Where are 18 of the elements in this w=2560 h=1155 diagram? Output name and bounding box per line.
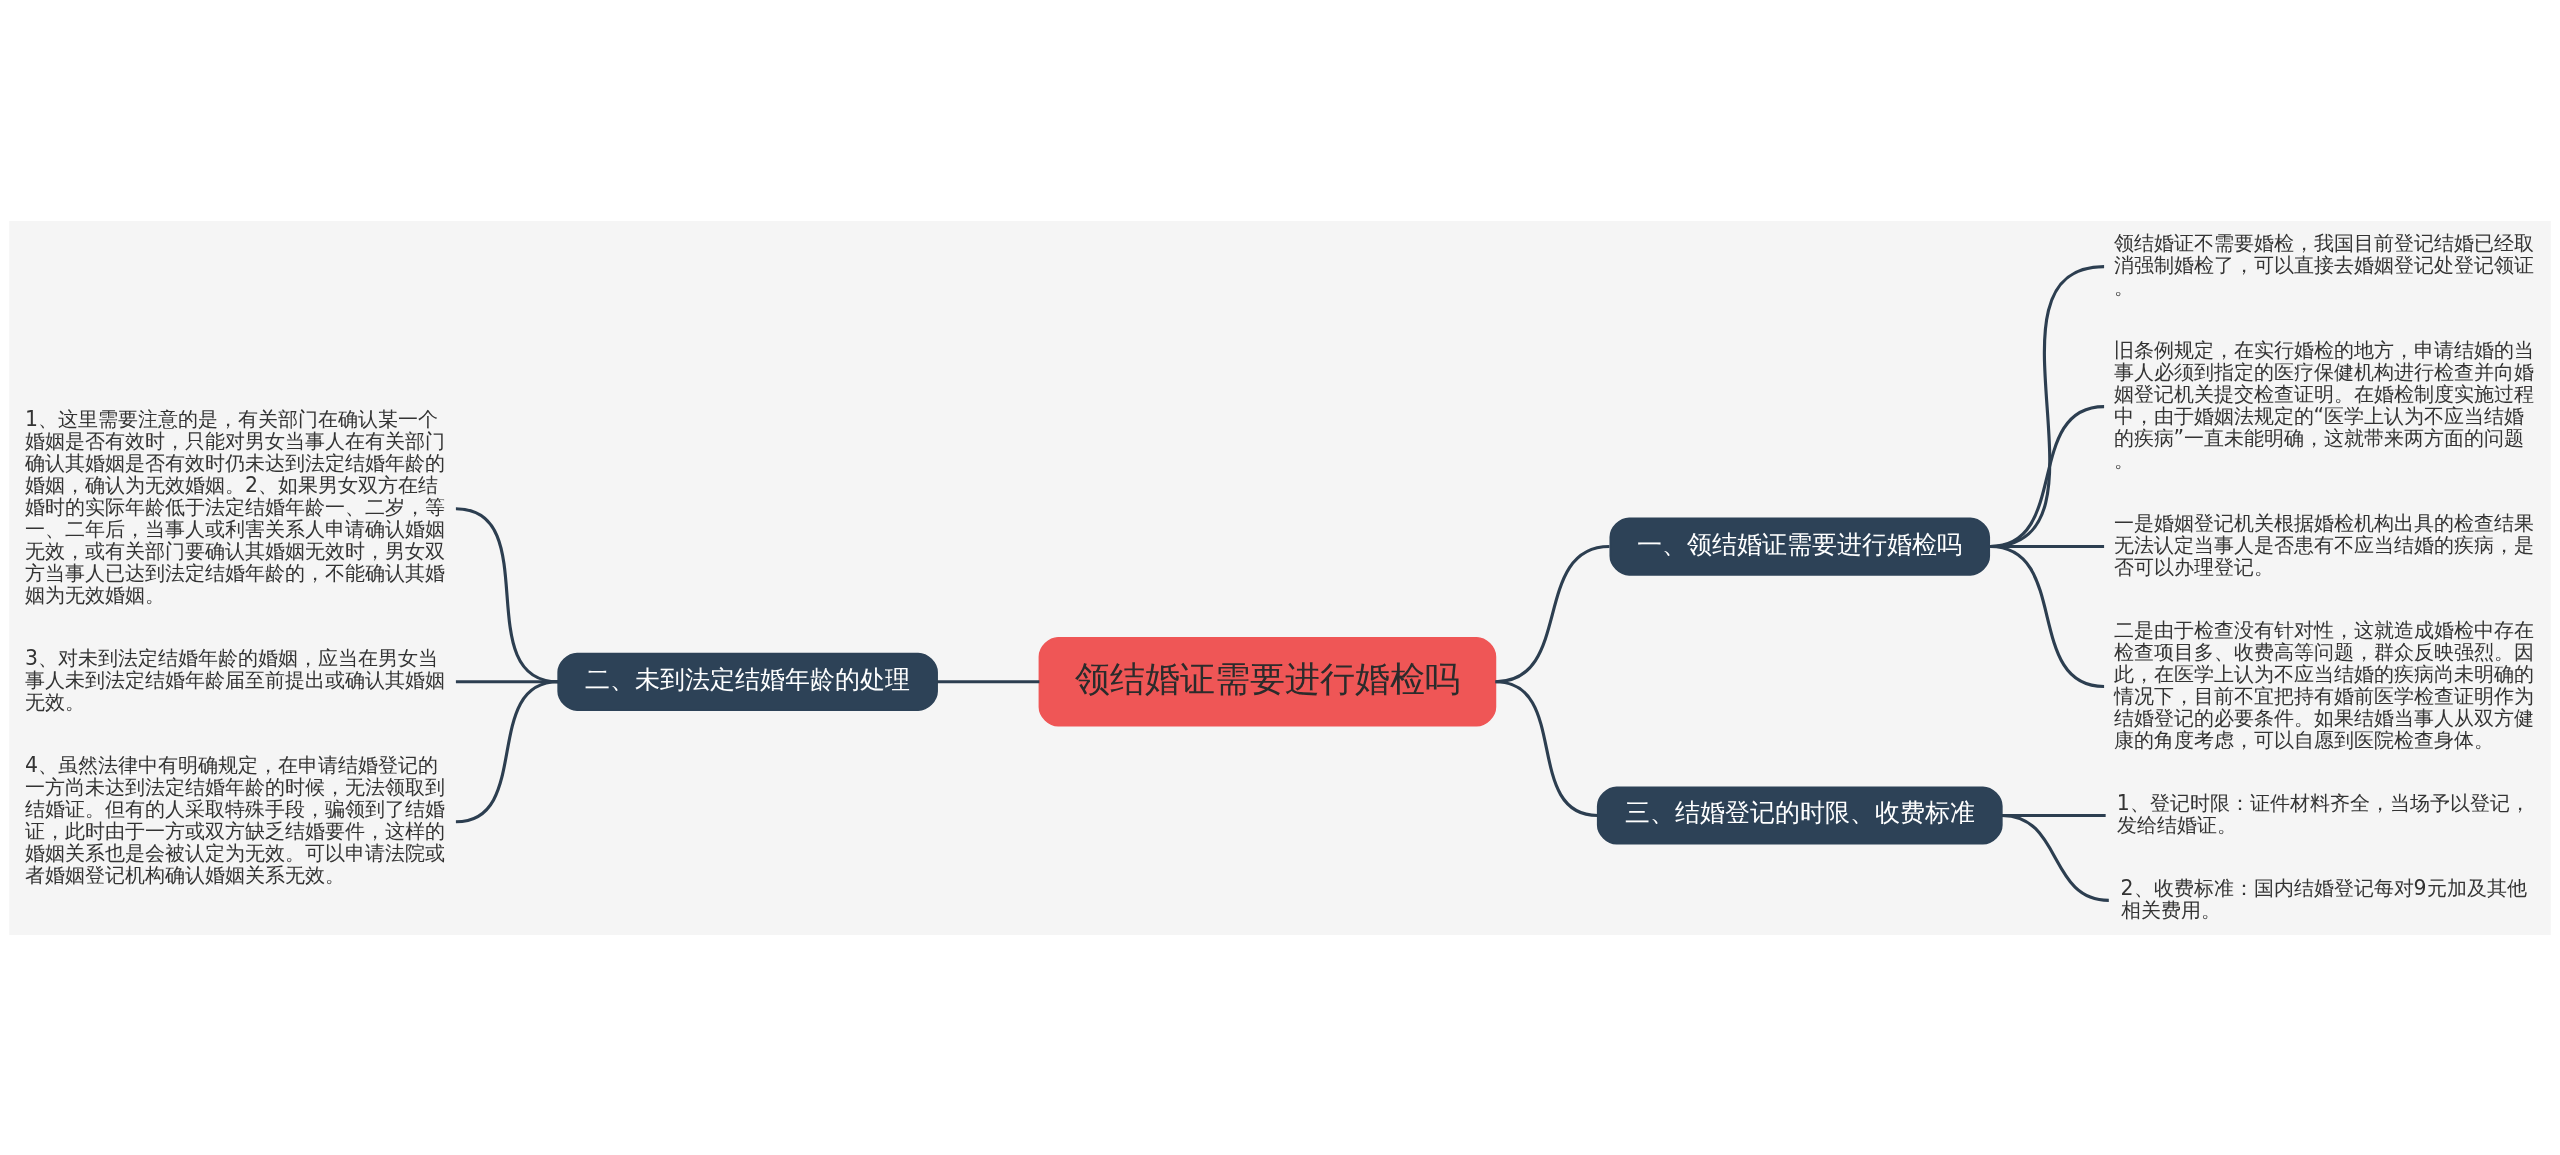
node-box: 一、领结婚证需要进行婚检吗 [1609, 516, 1991, 576]
node-text: 一是婚姻登记机关根据婚检机构出具的检查结果无法认定当事人是否患有不应当结婚的疾病，是否可以办理登记。 [2113, 510, 2534, 579]
node-box: 二、未到法定结婚年龄的处理 [557, 652, 938, 711]
node-text: 1、登记时限：证件材料齐全，当场予以登记，发给结婚证。 [2116, 790, 2530, 837]
node-box: 领结婚证需要进行婚检吗 [1038, 636, 1497, 727]
node-text: 二是由于检查没有针对性，这就造成婚检中存在检查项目多、收费高等问题，群众反映强烈。因此，在医学上认为不应当结婚的疾病尚未明确的情况下，目前不宜把持有婚前医学检查证明作为结婚登记的必要条件。如果结婚当事人从双方健康的角度考虑，可以自愿到医院检查身体。 [2113, 617, 2534, 752]
connector [1495, 679, 1598, 817]
connector [455, 679, 559, 823]
node-text: 1、这里需要注意的是，有关部门在确认某一个婚姻是否有效时，只能对男女当事人在有关部门确认其婚姻是否有效时仍未达到法定结婚年龄的婚姻，确认为无效婚姻。2、如果男女双方在结婚时的实际年龄低于法定结婚年龄一、二岁，等一、二年后，当事人或利害关系人申请确认婚姻无效，或有关部门要确认其婚姻无效时，男女双方当事人已达到法定结婚年龄的，不能确认其婚姻为无效婚姻。 [25, 406, 445, 607]
node-text: 旧条例规定，在实行婚检的地方，申请结婚的当事人必须到指定的医疗保健机构进行检查并向婚姻登记机关提交检查证明。在婚检制度实施过程中，由于婚姻法规定的“医学上认为不应当结婚的疾病”一直未能明确，这就带来两方面的问题。 [2113, 337, 2534, 472]
node-text: 领结婚证不需要婚检，我国目前登记结婚已经取消强制婚检了，可以直接去婚姻登记处登记领证。 [2113, 230, 2534, 299]
node-text: 2、收费标准：国内结婚登记每对9元加及其他相关费用。 [2120, 875, 2527, 922]
connector [2001, 813, 2109, 902]
node-text: 4、虽然法律中有明确规定，在申请结婚登记的一方尚未达到法定结婚年龄的时候，无法领取到结婚证。但有的人采取特殊手段，骗领到了结婚证，此时由于一方或双方缺乏结婚要件，这样的婚姻关系也是会被认定为无效。可以申请法院或者婚姻登记机构确认婚姻关系无效。 [25, 752, 445, 887]
node-text: 3、对未到法定结婚年龄的婚姻，应当在男女当事人未到法定结婚年龄届至前提出或确认其婚姻无效。 [25, 645, 445, 714]
connector [1989, 544, 2105, 688]
node-box: 三、结婚登记的时限、收费标准 [1596, 785, 2003, 845]
connector [937, 679, 1040, 683]
